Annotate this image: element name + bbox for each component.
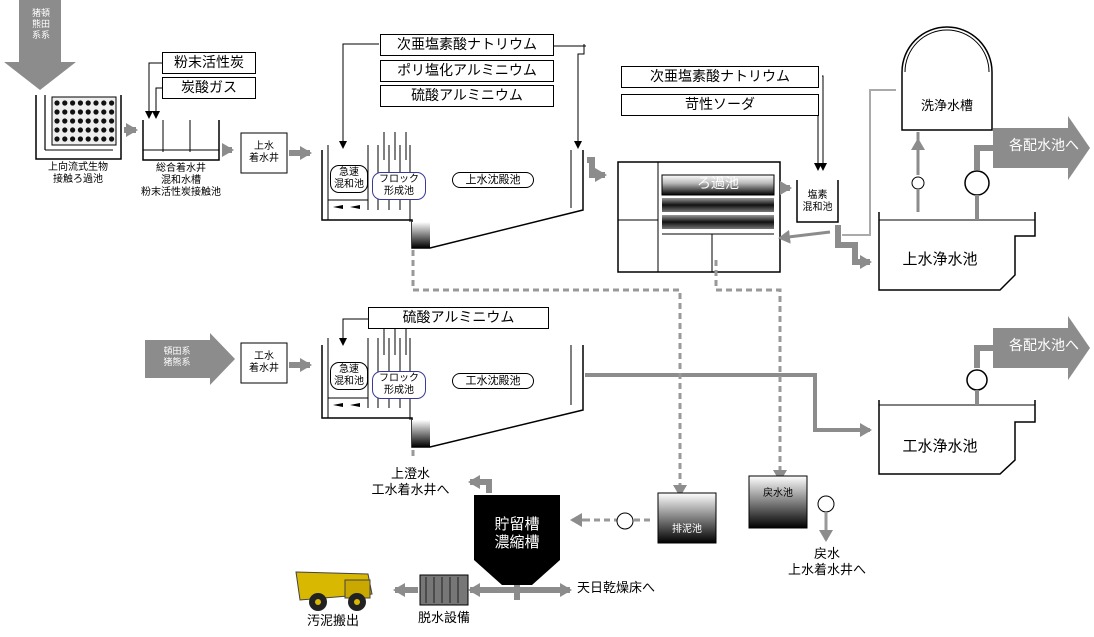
filter-media-dot xyxy=(109,136,115,142)
mixing-tank xyxy=(142,120,220,161)
industrial-receiving-well xyxy=(240,342,288,384)
filter-media-dot xyxy=(54,118,60,124)
industrial-clear-well-label: 工水浄水池 xyxy=(902,437,978,455)
filter-media-dot xyxy=(62,109,68,115)
rapid-mix-lower-label: 急速 混和池 xyxy=(330,362,368,390)
upper-receiving-well-label: 上水 着水井 xyxy=(249,141,279,164)
dump-truck xyxy=(295,571,373,611)
supernatant-label: 上澄水 工水着水井へ xyxy=(371,467,450,498)
filter-media-dot xyxy=(77,136,83,142)
sedimentation-upper-label: 上水沈殿池 xyxy=(452,172,534,188)
chem-alum-1: 硫酸アルミニウム xyxy=(380,85,554,107)
sludge-pond xyxy=(657,492,717,544)
filter-media-dot xyxy=(101,100,107,106)
chem-caustic: 苛性ソーダ xyxy=(621,94,819,116)
industrial-receiving-well-label: 工水 着水井 xyxy=(249,351,279,374)
dist-lower-label: 各配水池へ xyxy=(1009,338,1079,354)
filter-media-dot xyxy=(109,127,115,133)
source-arrow-upper xyxy=(4,0,76,90)
filter-media-dot xyxy=(77,118,83,124)
chem-powder-carbon: 粉末活性炭 xyxy=(162,52,256,74)
filter-media-dot xyxy=(70,118,76,124)
source-lower-label: 頓田系 猪熊系 xyxy=(163,347,191,368)
filter-media-dot xyxy=(70,136,76,142)
source-arrow-lower xyxy=(145,333,235,385)
filter-media-dot xyxy=(77,109,83,115)
chem-alum-2: 硫酸アルミニウム xyxy=(368,307,549,329)
wash-water-tank xyxy=(842,26,993,236)
chem-sodium-hypochlorite-1: 次亜塩素酸ナトリウム xyxy=(380,34,554,56)
filter-media-dot xyxy=(70,100,76,106)
sludge-haul-label: 汚泥搬出 xyxy=(306,614,359,629)
filter-media-dot xyxy=(54,127,60,133)
filter-media-dot xyxy=(77,127,83,133)
filter-media-dot xyxy=(62,118,68,124)
biofilter-basin xyxy=(35,95,122,160)
filter-media-dot xyxy=(109,109,115,115)
filter-media-dot xyxy=(93,127,99,133)
chlorine-mixing-basin xyxy=(778,180,872,269)
upper-receiving-well xyxy=(240,132,288,174)
filter-media-dot xyxy=(62,136,68,142)
floc-upper-label: フロック 形成池 xyxy=(372,172,426,200)
dewatering-label: 脱水設備 xyxy=(417,611,470,626)
filter-basin xyxy=(617,161,781,273)
filter-media-dot xyxy=(62,100,68,106)
filter-media-dot xyxy=(85,109,91,115)
sludge-pond-label: 排泥池 xyxy=(672,524,702,535)
dewatering-unit xyxy=(393,574,469,606)
filter-media-dot xyxy=(101,136,107,142)
filter-media-dot xyxy=(101,127,107,133)
filter-media-dot xyxy=(54,136,60,142)
chlorine-mix-label: 塩素 混和池 xyxy=(802,190,833,213)
return-water-label: 戻水 上水着水井へ xyxy=(787,547,866,578)
thickener-tank xyxy=(468,475,572,600)
filter-media-dot xyxy=(85,136,91,142)
filter-media-dot xyxy=(85,118,91,124)
sun-drying-label: 天日乾燥床へ xyxy=(577,581,656,596)
rapid-mix-upper-label: 急速 混和池 xyxy=(330,165,368,193)
upper-clear-well xyxy=(878,116,1090,291)
filter-media-dot xyxy=(70,127,76,133)
upper-clear-well-label: 上水浄水池 xyxy=(902,250,978,268)
mixing-tank-label: 総合着水井 混和水槽 粉末活性炭接触池 xyxy=(141,163,221,198)
filter-media-dot xyxy=(101,118,107,124)
filter-media-dot xyxy=(70,109,76,115)
filter-media-dot xyxy=(93,109,99,115)
filter-media-dot xyxy=(77,100,83,106)
filter-media-dot xyxy=(93,100,99,106)
chem-pac: ポリ塩化アルミニウム xyxy=(380,60,554,82)
thickener-label: 貯留槽 濃縮槽 xyxy=(494,515,540,551)
return-pond xyxy=(748,475,808,529)
filter-media-dot xyxy=(93,118,99,124)
filter-media-dot xyxy=(54,109,60,115)
lower-treatment-train xyxy=(321,327,584,448)
sedimentation-lower-label: 工水沈殿池 xyxy=(452,373,534,389)
chem-co2: 炭酸ガス xyxy=(162,77,256,99)
filter-label: ろ過池 xyxy=(697,176,739,192)
biofilter-label: 上向流式生物 接触ろ過池 xyxy=(48,162,108,185)
chem-sodium-hypochlorite-2: 次亜塩素酸ナトリウム xyxy=(621,66,819,88)
industrial-clear-well xyxy=(878,316,1090,475)
filter-media-dot xyxy=(62,127,68,133)
filter-media-dot xyxy=(109,100,115,106)
dist-upper-label: 各配水池へ xyxy=(1009,138,1079,154)
filter-media-dot xyxy=(109,118,115,124)
filter-media-dot xyxy=(85,127,91,133)
filter-media-dot xyxy=(54,100,60,106)
wash-tank-label: 洗浄水槽 xyxy=(920,99,973,114)
return-pond-label: 戻水池 xyxy=(763,488,793,499)
filter-media-dot xyxy=(85,100,91,106)
filter-media-dot xyxy=(93,136,99,142)
source-upper-label: 猪頓 熊田 系系 xyxy=(31,9,50,41)
floc-lower-label: フロック 形成池 xyxy=(372,371,426,399)
filter-media-dot xyxy=(101,109,107,115)
return-pump xyxy=(616,495,835,542)
